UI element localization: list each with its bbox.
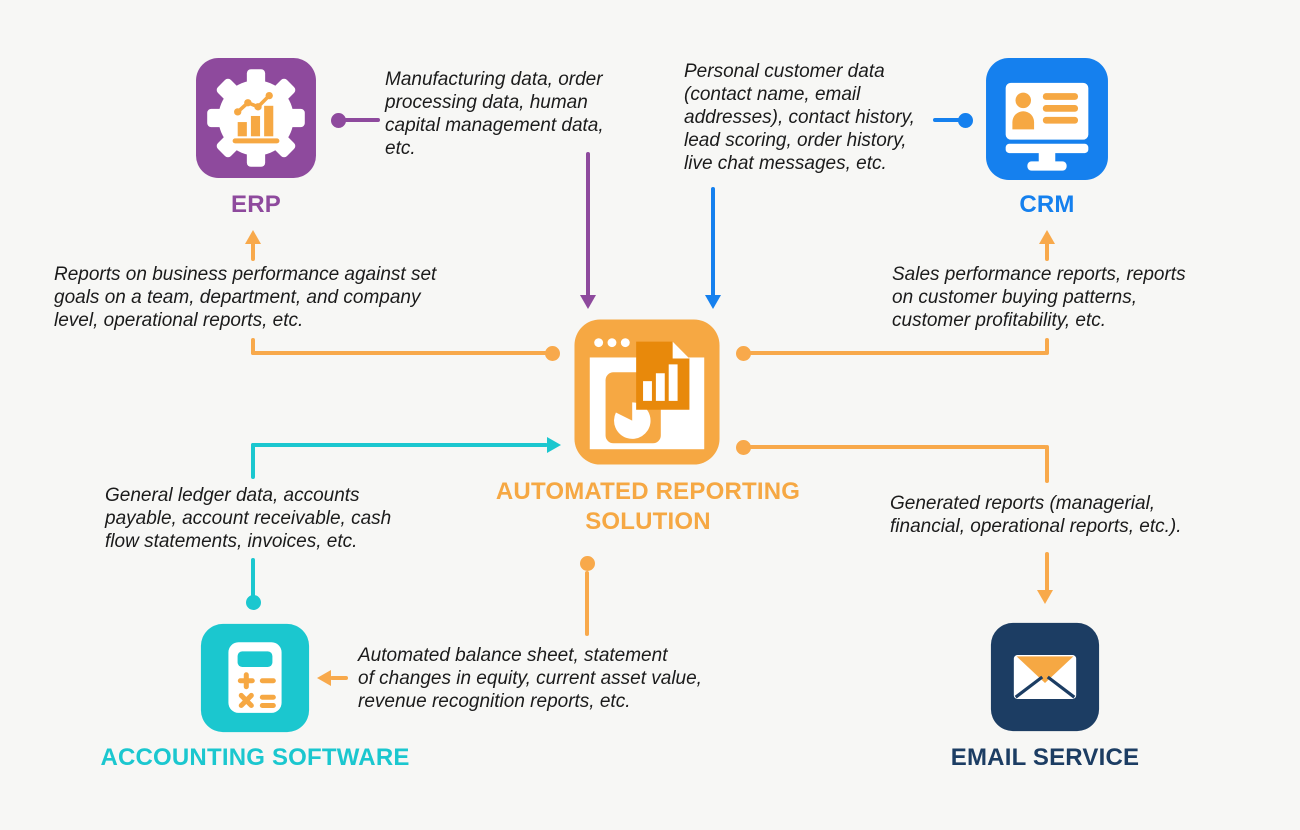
- erp-to-center-arrowhead-icon: [580, 295, 596, 309]
- accounting-to-center-lower-vertical: [251, 558, 255, 598]
- center-right-upper-dot: [736, 346, 751, 361]
- accounting-label: ACCOUNTING SOFTWARE: [100, 744, 410, 771]
- center-to-email-lower-vertical: [1045, 552, 1049, 592]
- center-to-accounting-vertical: [585, 571, 589, 636]
- crm-to-center-arrowhead-icon: [705, 295, 721, 309]
- crm-connector-line: [933, 118, 961, 122]
- erp-connector-dot: [331, 113, 346, 128]
- center-to-email-arrowhead-icon: [1037, 590, 1053, 604]
- center-to-crm-arrow-tail: [1045, 242, 1049, 261]
- center-to-crm-elbow-vertical: [1045, 338, 1049, 355]
- center-to-email-upper-vertical: [1045, 445, 1049, 483]
- crm-connector-dot: [958, 113, 973, 128]
- accounting-connector-dot: [246, 595, 261, 610]
- accounting-to-center-upper-vertical: [251, 443, 255, 479]
- center-to-erp-elbow-horizontal: [251, 351, 547, 355]
- email-envelope-icon: [990, 622, 1100, 732]
- center-to-accounting-arrowhead-icon: [317, 670, 331, 686]
- note-center-to-accounting: Automated balance sheet, statement of ch…: [358, 645, 702, 712]
- center-to-erp-arrow-tail: [251, 242, 255, 261]
- note-erp-to-center: Manufacturing data, order processing dat…: [385, 69, 604, 159]
- center-right-lower-dot: [736, 440, 751, 455]
- accounting-to-center-horizontal: [251, 443, 548, 447]
- center-left-dot: [545, 346, 560, 361]
- center-to-crm-elbow-horizontal: [749, 351, 1047, 355]
- accounting-calculator-icon: [200, 623, 310, 733]
- note-accounting-to-center: General ledger data, accounts payable, a…: [105, 485, 392, 552]
- crm-to-center-line: [711, 187, 715, 297]
- email-label: EMAIL SERVICE: [950, 744, 1140, 771]
- center-to-erp-elbow-vertical: [251, 338, 255, 355]
- erp-connector-line: [344, 118, 380, 122]
- center-label: AUTOMATED REPORTING SOLUTION: [495, 478, 801, 535]
- accounting-to-center-arrowhead-icon: [547, 437, 561, 453]
- crm-label: CRM: [1019, 191, 1075, 218]
- erp-to-center-line: [586, 152, 590, 297]
- erp-gear-analytics-icon: [195, 57, 317, 179]
- erp-label: ERP: [231, 191, 281, 218]
- note-center-to-email: Generated reports (managerial, financial…: [890, 493, 1182, 537]
- note-center-to-crm: Sales performance reports, reports on cu…: [892, 264, 1186, 331]
- center-to-erp-arrowhead-icon: [245, 230, 261, 244]
- note-center-to-erp: Reports on business performance against …: [54, 264, 437, 331]
- center-bottom-dot: [580, 556, 595, 571]
- center-to-email-horizontal: [749, 445, 1047, 449]
- center-to-accounting-arrow-tail: [330, 676, 348, 680]
- center-to-crm-arrowhead-icon: [1039, 230, 1055, 244]
- crm-monitor-contact-card-icon: [985, 57, 1109, 181]
- report-browser-window-icon: [573, 318, 721, 466]
- note-crm-to-center: Personal customer data (contact name, em…: [684, 61, 915, 174]
